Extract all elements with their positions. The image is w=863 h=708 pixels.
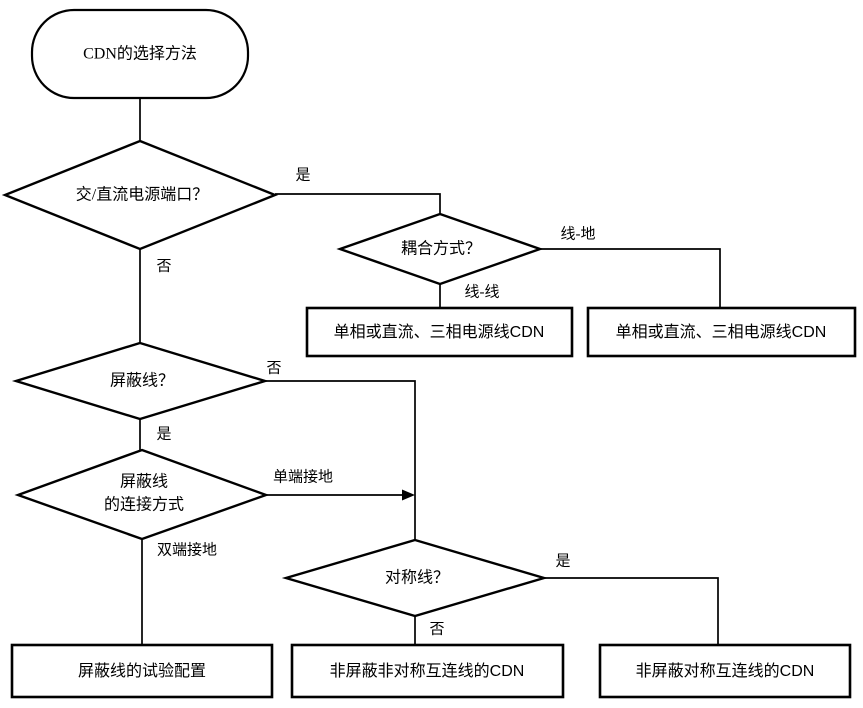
edge-label-d3-no: 否 [266,360,281,376]
process-box-shape [586,306,857,358]
decision-shield-connection-label-line1: 屏蔽线 [120,473,168,491]
edge-d5-yes: 是 [544,553,719,645]
decision-diamond-shape [14,448,270,541]
edge-d5-no: 否 [414,616,445,645]
decision-shielded-line-label: 屏蔽线？ [110,372,174,390]
process-power-cdn-left-label: 单相或直流、三相电源线CDN [334,323,545,341]
edge-line [265,380,416,540]
edge-layer: 是 否 线-地 线-线 否 是 [139,98,721,645]
decision-diamond-shape [281,538,549,618]
decision-diamond-shape [336,212,544,286]
edge-d3-no: 否 [265,360,416,540]
edge-line [544,577,719,645]
edge-label-d4-double-end: 双端接地 [157,541,217,558]
edge-d4-single-end: 单端接地 [266,468,415,501]
start-terminator-shape [30,8,250,100]
edge-d2-line-ground: 线-地 [540,225,721,308]
process-box-shape [10,643,274,699]
node-start[interactable]: CDN的选择方法 [30,8,250,100]
process-shielded-test-setup-label: 屏蔽线的试验配置 [78,662,206,680]
edge-label-d5-yes: 是 [555,553,570,569]
edge-d1-yes: 是 [275,167,441,214]
decision-shield-connection-label-line2: 的连接方式 [104,496,184,514]
node-process-shielded-test-setup[interactable]: 屏蔽线的试验配置 [10,643,274,699]
node-decision-symmetric-line[interactable]: 对称线？ [281,538,549,618]
edge-label-d2-line-line: 线-线 [465,283,500,300]
edge-label-d1-yes: 是 [295,167,310,183]
node-decision-shield-connection[interactable]: 屏蔽线 的连接方式 [14,448,270,541]
edge-d3-yes: 是 [139,419,172,450]
node-process-unshielded-asymmetric-cdn[interactable]: 非屏蔽非对称互连线的CDN [290,643,565,699]
arrowhead-icon [402,489,415,501]
node-layer: CDN的选择方法 交/直流电源端口？ 耦合方式？ 屏蔽线？ 屏蔽线 的连接方式 [1,8,857,699]
process-unshielded-asymmetric-cdn-label: 非屏蔽非对称互连线的CDN [330,662,525,680]
node-process-power-cdn-left[interactable]: 单相或直流、三相电源线CDN [305,306,574,358]
edge-label-d3-yes: 是 [156,426,171,442]
edge-d1-no: 否 [139,249,172,343]
edge-line [540,248,721,308]
node-process-power-cdn-right[interactable]: 单相或直流、三相电源线CDN [586,306,857,358]
start-label: CDN的选择方法 [83,45,197,63]
edge-label-d5-no: 否 [429,621,444,637]
process-box-shape [290,643,565,699]
process-box-shape [598,643,852,699]
process-unshielded-symmetric-cdn-label: 非屏蔽对称互连线的CDN [636,662,815,680]
edge-label-d4-single-end: 单端接地 [273,468,333,485]
node-decision-power-port[interactable]: 交/直流电源端口？ [1,139,279,251]
decision-symmetric-line-label: 对称线？ [385,569,449,587]
decision-diamond-shape [1,139,279,251]
decision-coupling-mode-label: 耦合方式？ [401,240,481,258]
node-process-unshielded-symmetric-cdn[interactable]: 非屏蔽对称互连线的CDN [598,643,852,699]
process-box-shape [305,306,574,358]
edge-d4-double-end: 双端接地 [141,538,217,645]
process-power-cdn-right-label: 单相或直流、三相电源线CDN [616,323,827,341]
edge-label-d2-line-ground: 线-地 [561,225,596,242]
edge-label-d1-no: 否 [156,258,171,274]
node-decision-coupling-mode[interactable]: 耦合方式？ [336,212,544,286]
edge-line [275,193,441,214]
node-decision-shielded-line[interactable]: 屏蔽线？ [11,341,270,421]
decision-power-port-label: 交/直流电源端口？ [76,186,208,204]
decision-diamond-shape [11,341,270,421]
